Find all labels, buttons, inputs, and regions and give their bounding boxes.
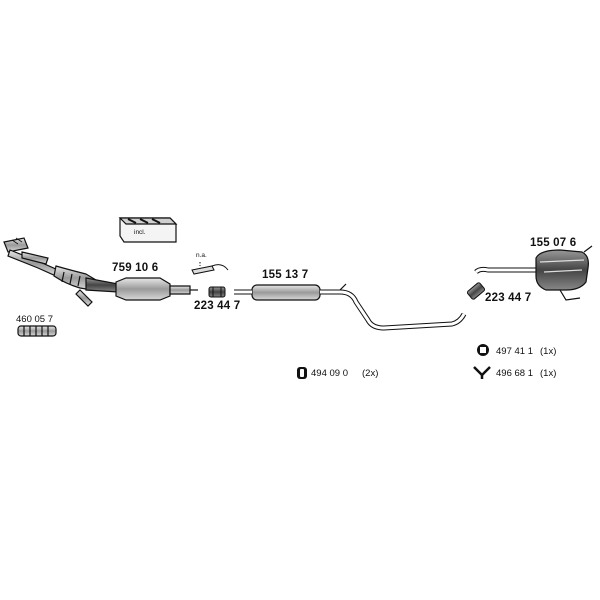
clamp-left bbox=[208, 286, 226, 298]
part-number-rear-silencer: 155 07 6 bbox=[530, 237, 577, 249]
flex-pipe bbox=[17, 325, 57, 337]
hardware-qty: (1x) bbox=[540, 368, 557, 379]
front-pipe-catalyst bbox=[115, 277, 198, 301]
hardware-number: 496 68 1 bbox=[496, 368, 533, 379]
part-number-middle-silencer: 155 13 7 bbox=[262, 269, 309, 281]
kit-box-icon bbox=[118, 217, 178, 243]
hardware-number: 497 41 1 bbox=[496, 346, 533, 357]
part-number-clamp-left: 223 44 7 bbox=[194, 300, 241, 312]
rear-silencer bbox=[474, 245, 593, 301]
bracket-icon bbox=[473, 366, 491, 379]
front-downpipe bbox=[3, 237, 119, 307]
hardware-qty: (2x) bbox=[362, 368, 379, 379]
hardware-number: 494 09 0 bbox=[311, 368, 348, 379]
sensor-part bbox=[191, 262, 229, 275]
clamp-right bbox=[466, 282, 486, 300]
hardware-qty: (1x) bbox=[540, 346, 557, 357]
kit-label: incl. bbox=[134, 229, 146, 236]
part-number-flex-pipe: 460 05 7 bbox=[16, 314, 53, 325]
na-label: n.a. bbox=[196, 252, 207, 259]
hanger-icon bbox=[477, 344, 489, 356]
part-number-clamp-right: 223 44 7 bbox=[485, 292, 532, 304]
rubber-mount-icon bbox=[297, 367, 307, 379]
part-number-front-pipe: 759 10 6 bbox=[112, 262, 159, 274]
middle-silencer bbox=[234, 283, 467, 331]
